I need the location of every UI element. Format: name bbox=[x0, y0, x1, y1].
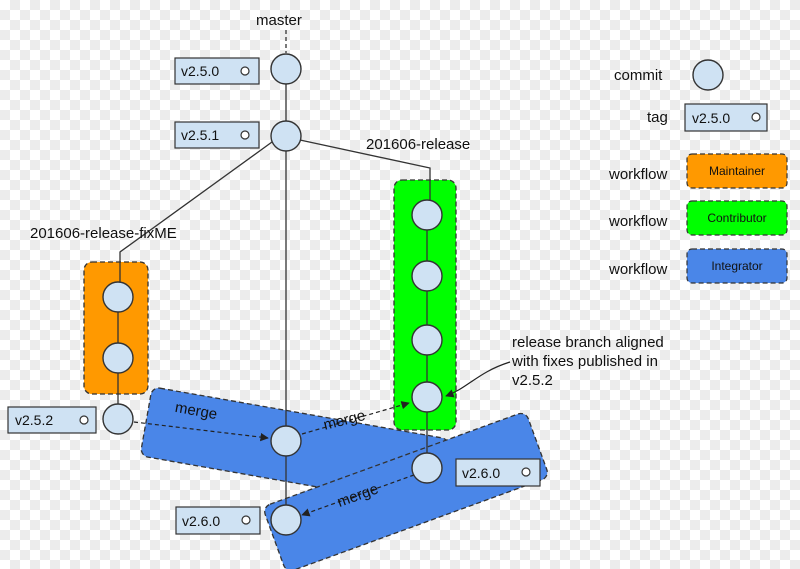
annotation-line-2: with fixes published in bbox=[511, 353, 658, 370]
commit-contributor-3 bbox=[411, 324, 443, 356]
branch-label-fixme: 201606-release-fixME bbox=[30, 225, 177, 242]
legend-contributor-label: Contributor bbox=[707, 211, 766, 225]
tag-v260-release-label: v2.6.0 bbox=[462, 465, 500, 481]
legend-workflow-label-2: workflow bbox=[608, 213, 668, 230]
commit-maintainer-1 bbox=[102, 281, 134, 313]
legend-workflow-label-3: workflow bbox=[608, 261, 668, 278]
merge-arrow-v260-to-master bbox=[301, 474, 415, 517]
legend-maintainer-label: Maintainer bbox=[709, 164, 765, 178]
legend-tag-label: tag bbox=[647, 109, 668, 126]
merge-arrow-v252-to-master bbox=[133, 421, 269, 442]
legend-maintainer-box bbox=[686, 153, 788, 189]
commit-v260-release bbox=[411, 452, 443, 484]
tag-v252-label: v2.5.2 bbox=[15, 412, 53, 428]
legend-integrator-box bbox=[686, 248, 788, 284]
commit-v251 bbox=[270, 120, 302, 152]
edge-fixme-branch bbox=[119, 141, 273, 282]
branch-label-release: 201606-release bbox=[366, 136, 470, 153]
annotation-line-1: release branch aligned bbox=[512, 334, 664, 351]
legend-workflow-label-1: workflow bbox=[608, 166, 668, 183]
tag-v252: v2.5.2 bbox=[7, 406, 97, 434]
legend-contributor-box bbox=[686, 200, 788, 236]
tag-v260-master: v2.6.0 bbox=[175, 506, 261, 535]
legend-commit-label: commit bbox=[614, 67, 663, 84]
tag-v251-label: v2.5.1 bbox=[181, 127, 219, 143]
legend-commit-icon bbox=[692, 59, 724, 91]
commit-v252 bbox=[102, 403, 134, 435]
tag-v251: v2.5.1 bbox=[174, 121, 260, 149]
merge-arrow-master-to-release bbox=[301, 401, 410, 435]
legend-integrator-label: Integrator bbox=[711, 259, 762, 273]
commit-v250 bbox=[270, 53, 302, 85]
edge-release-branch bbox=[299, 139, 431, 201]
annotation-arrow bbox=[445, 361, 511, 398]
legend-tag-sample: v2.5.0 bbox=[692, 110, 730, 126]
branch-label-master: master bbox=[256, 12, 302, 29]
tag-v250-label: v2.5.0 bbox=[181, 63, 219, 79]
commit-contributor-2 bbox=[411, 260, 443, 292]
commit-v260-master bbox=[270, 504, 302, 536]
contributor-workflow-box bbox=[393, 179, 457, 431]
legend: commit tag v2.5.0 workflow Maintainer wo… bbox=[608, 59, 788, 284]
tag-v260-release: v2.6.0 bbox=[455, 458, 541, 487]
commit-contributor-1 bbox=[411, 199, 443, 231]
integrator-workflow-band-bottom bbox=[264, 412, 548, 569]
commit-contributor-4 bbox=[411, 381, 443, 413]
commit-maintainer-2 bbox=[102, 342, 134, 374]
tag-v250: v2.5.0 bbox=[174, 57, 260, 85]
tag-v260-master-label: v2.6.0 bbox=[182, 513, 220, 529]
commit-master-merge bbox=[270, 425, 302, 457]
annotation-line-3: v2.5.2 bbox=[512, 372, 553, 389]
